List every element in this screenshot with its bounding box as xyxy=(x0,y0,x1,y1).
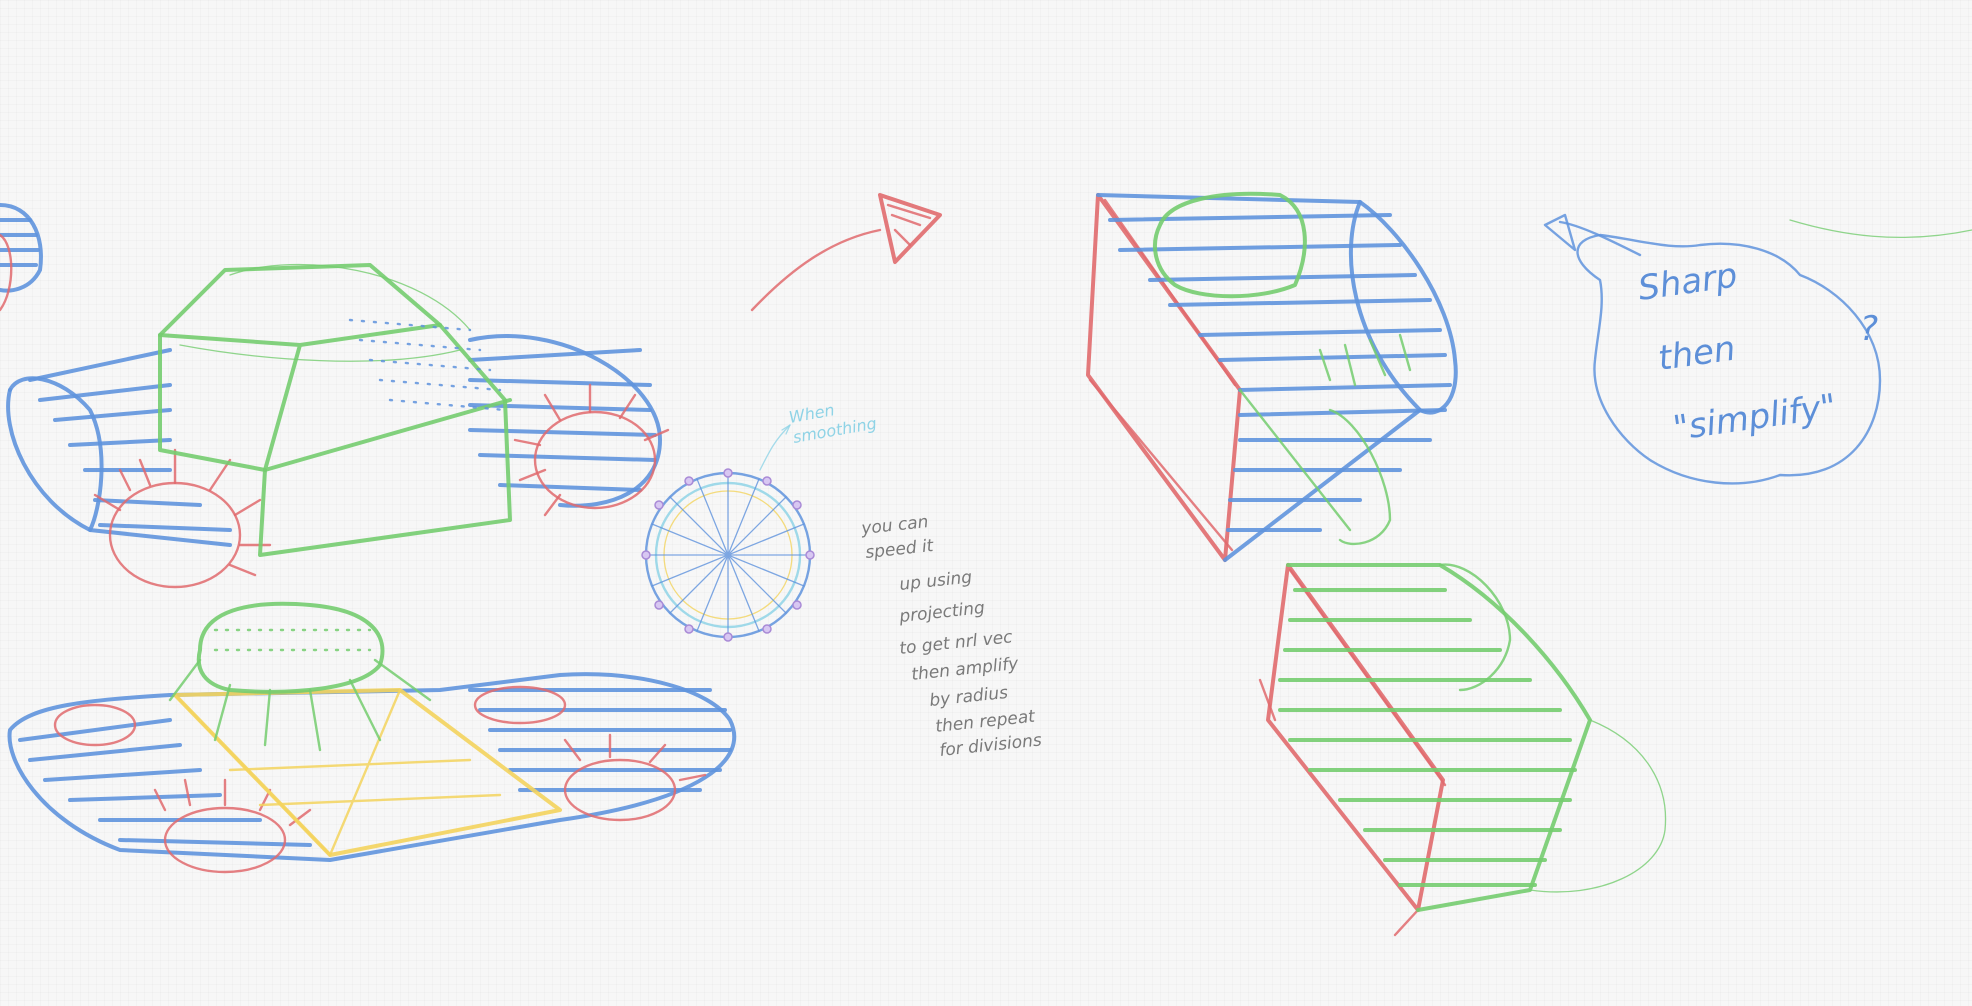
svg-text:to get nrl vec: to get nrl vec xyxy=(898,627,1014,659)
svg-text:Sharp: Sharp xyxy=(1636,255,1740,308)
svg-text:up using: up using xyxy=(898,567,973,595)
prism-sketch-top-right xyxy=(1086,191,1458,562)
when-smoothing-note: When smoothing xyxy=(787,400,878,447)
svg-text:you can: you can xyxy=(859,512,929,539)
svg-text:projecting: projecting xyxy=(897,598,985,627)
question-mark: ? xyxy=(1860,309,1878,349)
blue-cloud-callout xyxy=(1543,213,1972,485)
tank-sketch-bottom xyxy=(7,601,737,874)
sharp-simplify-note: Sharp then "simplify" ? xyxy=(1636,255,1878,448)
speed-tip-note: you can speed it up using projecting to … xyxy=(859,512,1042,761)
svg-text:then amplify: then amplify xyxy=(910,654,1020,685)
subdivided-circle-diagram xyxy=(641,424,815,642)
svg-text:by radius: by radius xyxy=(928,683,1009,711)
svg-text:speed it: speed it xyxy=(864,536,935,563)
tank-sketch-top xyxy=(6,263,670,589)
prism-sketch-bottom-right xyxy=(1258,563,1667,937)
svg-text:then: then xyxy=(1656,329,1738,379)
red-arrow xyxy=(750,193,942,312)
svg-text:"simplify": "simplify" xyxy=(1671,386,1839,448)
edge-fragment-sketch xyxy=(0,203,43,312)
